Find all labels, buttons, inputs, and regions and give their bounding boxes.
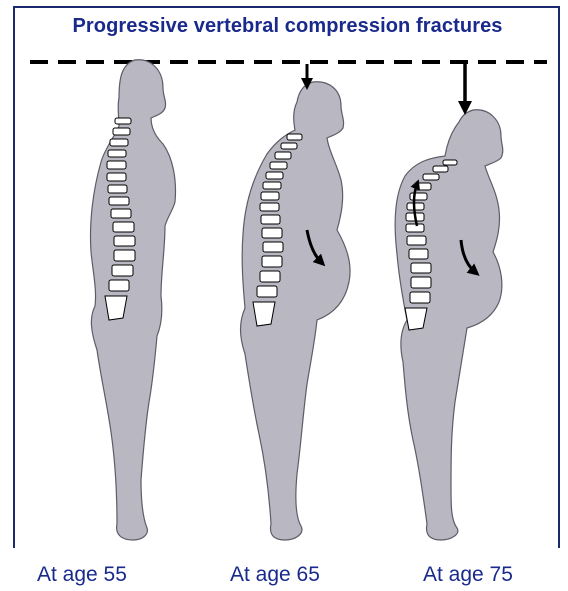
illustration xyxy=(15,40,560,550)
silhouette-55 xyxy=(90,60,175,540)
figure-age-65 xyxy=(241,64,351,540)
figure-title: Progressive vertebral compression fractu… xyxy=(20,15,555,38)
label-age-55: At age 55 xyxy=(37,563,127,587)
label-age-75: At age 75 xyxy=(423,563,513,587)
figure-age-75 xyxy=(395,64,503,540)
figure-age-55 xyxy=(90,60,175,540)
label-age-65: At age 65 xyxy=(230,563,320,587)
